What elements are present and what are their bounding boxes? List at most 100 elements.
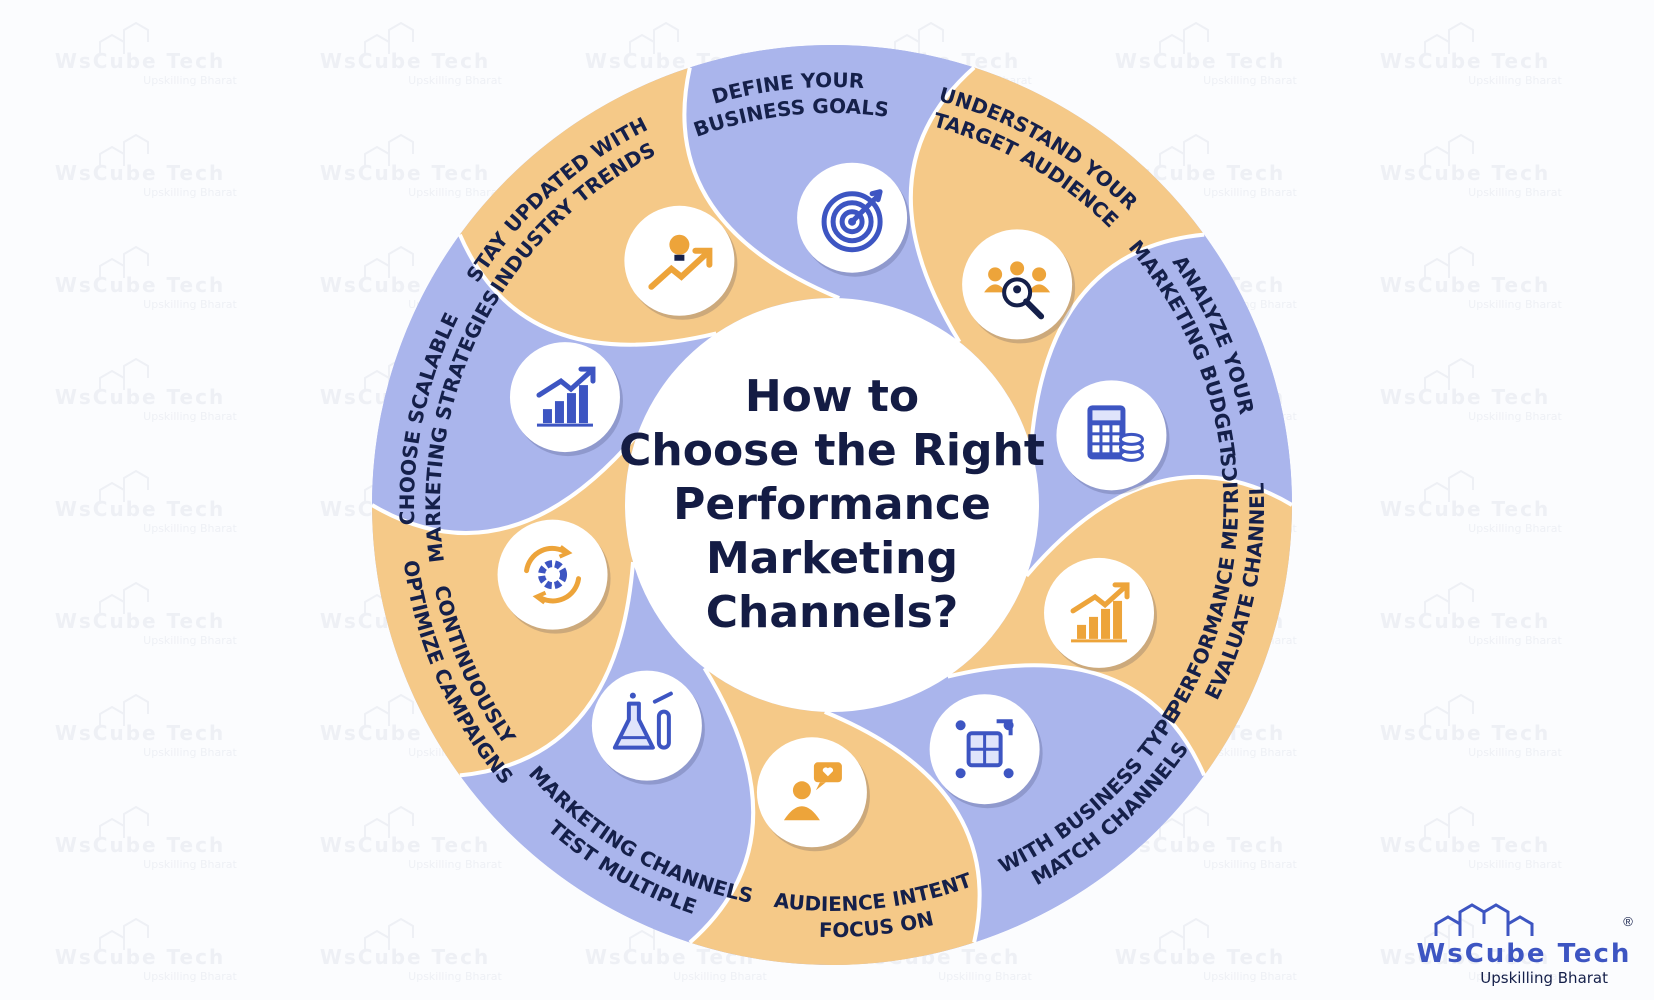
watermark-tagline: Upskilling Bharat [408, 186, 502, 199]
audience-search-icon [962, 229, 1076, 344]
segment-divider [370, 432, 640, 535]
calculator-coins-icon [1056, 380, 1170, 495]
gear-cycle-icon [497, 519, 611, 634]
watermark-brand: WsCube Tech [320, 161, 490, 185]
watermark-tagline: Upskilling Bharat [1468, 634, 1562, 647]
segment-divider [908, 66, 976, 343]
target-icon [797, 162, 911, 277]
watermark-tagline: Upskilling Bharat [143, 74, 237, 87]
watermark-tagline: Upskilling Bharat [1203, 186, 1297, 199]
watermark-tagline: Upskilling Bharat [143, 522, 237, 535]
watermark-brand: WsCube Tech [55, 273, 225, 297]
watermark-tagline: Upskilling Bharat [1203, 858, 1297, 871]
watermark-tagline: Upskilling Bharat [143, 298, 237, 311]
logo-name: WsCube Tech [1417, 939, 1632, 969]
segment-divider [824, 710, 982, 943]
idea-trend-icon [624, 205, 738, 320]
segment-divider [947, 663, 1206, 777]
watermark-brand: WsCube Tech [55, 609, 225, 633]
watermark-brand: WsCube Tech [320, 49, 490, 73]
lab-flask-icon [591, 670, 705, 785]
center-title-line: Performance [673, 479, 991, 530]
watermark-tagline: Upskilling Bharat [143, 746, 237, 759]
ring-segment [459, 67, 840, 345]
hexagon-logo-icon [1434, 903, 1534, 936]
ring-segment [824, 665, 1205, 943]
watermark-brand: WsCube Tech [1115, 945, 1285, 969]
watermark-tagline: Upskilling Bharat [143, 634, 237, 647]
watermark-brand: WsCube Tech [55, 49, 225, 73]
watermark-brand: WsCube Tech [1380, 385, 1550, 409]
rising-bars-icon [509, 342, 623, 457]
watermark-brand: WsCube Tech [55, 721, 225, 745]
segment-divider [1024, 475, 1294, 578]
watermark-tagline: Upskilling Bharat [143, 858, 237, 871]
segment-divider [1028, 232, 1205, 449]
watermark-brand: WsCube Tech [1380, 273, 1550, 297]
watermark-tagline: Upskilling Bharat [143, 970, 237, 983]
watermark-tagline: Upskilling Bharat [1468, 74, 1562, 87]
center-disc [625, 298, 1039, 712]
watermark-brand: WsCube Tech [55, 161, 225, 185]
watermark-tagline: Upskilling Bharat [1468, 746, 1562, 759]
watermark-brand: WsCube Tech [1380, 49, 1550, 73]
watermark-brand: WsCube Tech [1380, 945, 1550, 969]
watermark-tagline: Upskilling Bharat [938, 970, 1032, 983]
watermark-brand: WsCube Tech [1380, 833, 1550, 857]
watermark-tagline: Upskilling Bharat [143, 410, 237, 423]
watermark-tagline: Upskilling Bharat [1468, 970, 1562, 983]
watermark-tagline: Upskilling Bharat [1468, 522, 1562, 535]
registered-mark: ® [1623, 914, 1633, 929]
segment-divider [459, 561, 636, 778]
center-title-line: Choose the Right [619, 425, 1045, 476]
segment-divider [688, 667, 756, 944]
watermark-brand: WsCube Tech [320, 945, 490, 969]
segment-dividers [370, 66, 1294, 944]
watermark-brand: WsCube Tech [1380, 721, 1550, 745]
watermark-tagline: Upskilling Bharat [408, 74, 502, 87]
center-title-line: How to [745, 371, 919, 422]
segment-divider [682, 67, 840, 300]
watermark-tagline: Upskilling Bharat [1468, 186, 1562, 199]
watermark-tagline: Upskilling Bharat [1468, 410, 1562, 423]
watermark-brand: WsCube Tech [1115, 49, 1285, 73]
ring-segment [1026, 234, 1292, 576]
watermark-brand: WsCube Tech [320, 833, 490, 857]
watermark-tagline: Upskilling Bharat [408, 970, 502, 983]
watermark-tagline: Upskilling Bharat [143, 186, 237, 199]
watermark-tagline: Upskilling Bharat [408, 858, 502, 871]
watermark-brand: WsCube Tech [1380, 609, 1550, 633]
puzzle-network-icon [929, 694, 1043, 809]
watermark-tagline: Upskilling Bharat [1468, 298, 1562, 311]
person-chat-icon [756, 737, 870, 852]
logo-tagline: Upskilling Bharat [1480, 969, 1608, 987]
icon-circles [497, 162, 1170, 852]
watermark-tagline: Upskilling Bharat [1203, 74, 1297, 87]
watermark-brand: WsCube Tech [55, 945, 225, 969]
watermark-tagline: Upskilling Bharat [1203, 746, 1297, 759]
watermark-brand: WsCube Tech [1380, 497, 1550, 521]
